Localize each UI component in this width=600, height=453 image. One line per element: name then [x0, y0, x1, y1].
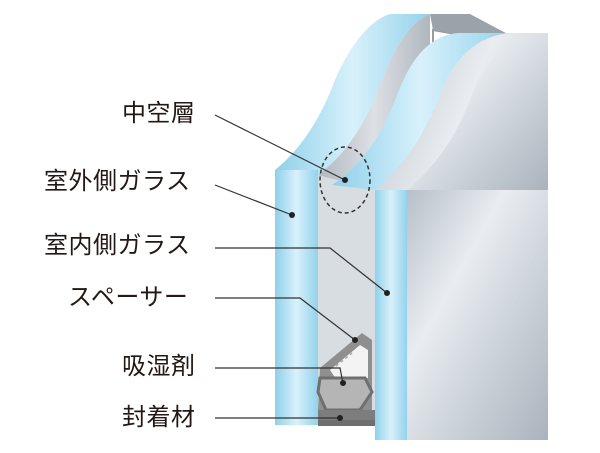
label-inner-glass: 室内側ガラス — [44, 231, 191, 259]
leader-spacer — [215, 297, 356, 341]
leader-dots — [289, 177, 390, 421]
leader-lines — [214, 114, 388, 419]
inner-glass-pane — [318, 33, 548, 440]
label-desiccant: 吸湿剤 — [122, 352, 196, 380]
leader-hollow-layer — [214, 114, 346, 181]
hollow-layer-highlight — [319, 146, 371, 214]
leader-outer-glass — [214, 184, 293, 216]
label-sealant: 封着材 — [122, 403, 196, 431]
label-hollow-layer: 中空層 — [122, 99, 196, 127]
label-spacer: スペーサー — [68, 283, 189, 311]
label-outer-glass: 室外側ガラス — [44, 167, 191, 195]
leader-inner-glass — [215, 247, 388, 294]
leader-desiccant — [215, 367, 344, 384]
